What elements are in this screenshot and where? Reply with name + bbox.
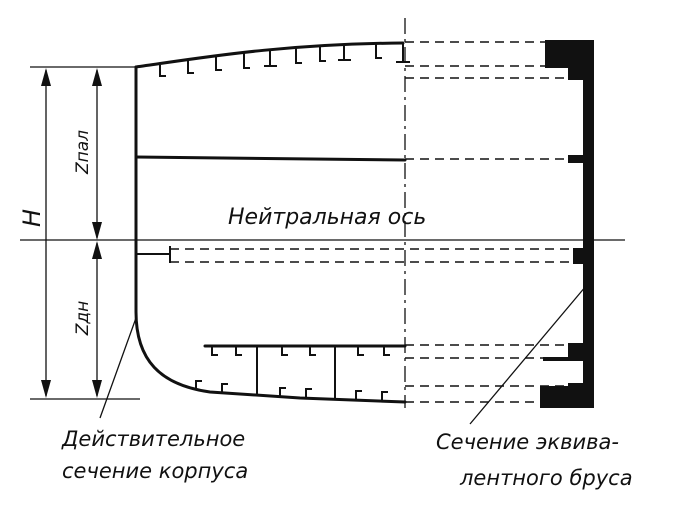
actual-section-label-line1: Действительное [61, 427, 245, 451]
beam-web [583, 40, 594, 408]
z-deck-arrow-bottom [92, 222, 102, 240]
height-arrow-top [41, 68, 51, 86]
deck-beams [159, 43, 410, 77]
bottom-flange [540, 386, 584, 408]
actual-hull-section [134, 41, 410, 404]
height-label: H [18, 209, 46, 227]
z-bottom-arrow-top [92, 241, 102, 259]
bottom-longitudinals [195, 380, 388, 401]
z-deck-label: Zпал [73, 130, 93, 175]
inner-bottom-longitudinals [211, 346, 390, 356]
z-bottom-arrow-bottom [92, 380, 102, 398]
height-arrow-bottom [41, 380, 51, 398]
deck-flange [545, 40, 585, 68]
neutral-axis-label: Нейтральная ось [228, 205, 426, 230]
stringer-block [573, 248, 584, 264]
side-and-bottom-shell [134, 65, 407, 404]
upper-deck [134, 41, 405, 69]
inner-bottom-flange [543, 357, 584, 361]
equivalent-beam-label-line1: Сечение эквива- [436, 430, 619, 454]
z-bottom-label: Zдн [73, 301, 93, 337]
leader-actual-section [99, 317, 137, 419]
inner-bottom-step [568, 343, 584, 357]
deck-flange-step [568, 68, 584, 80]
actual-section-label-line2: сечение корпуса [62, 459, 248, 483]
equivalent-beam-section [540, 40, 594, 408]
equivalent-beam-label-line2: лентного бруса [459, 466, 633, 490]
lower-deck-block [568, 155, 584, 163]
dimension-lines [30, 66, 140, 400]
z-deck-arrow-top [92, 68, 102, 86]
projection-lines [170, 41, 575, 403]
leader-equivalent-beam [469, 285, 587, 425]
lower-deck [134, 155, 407, 162]
